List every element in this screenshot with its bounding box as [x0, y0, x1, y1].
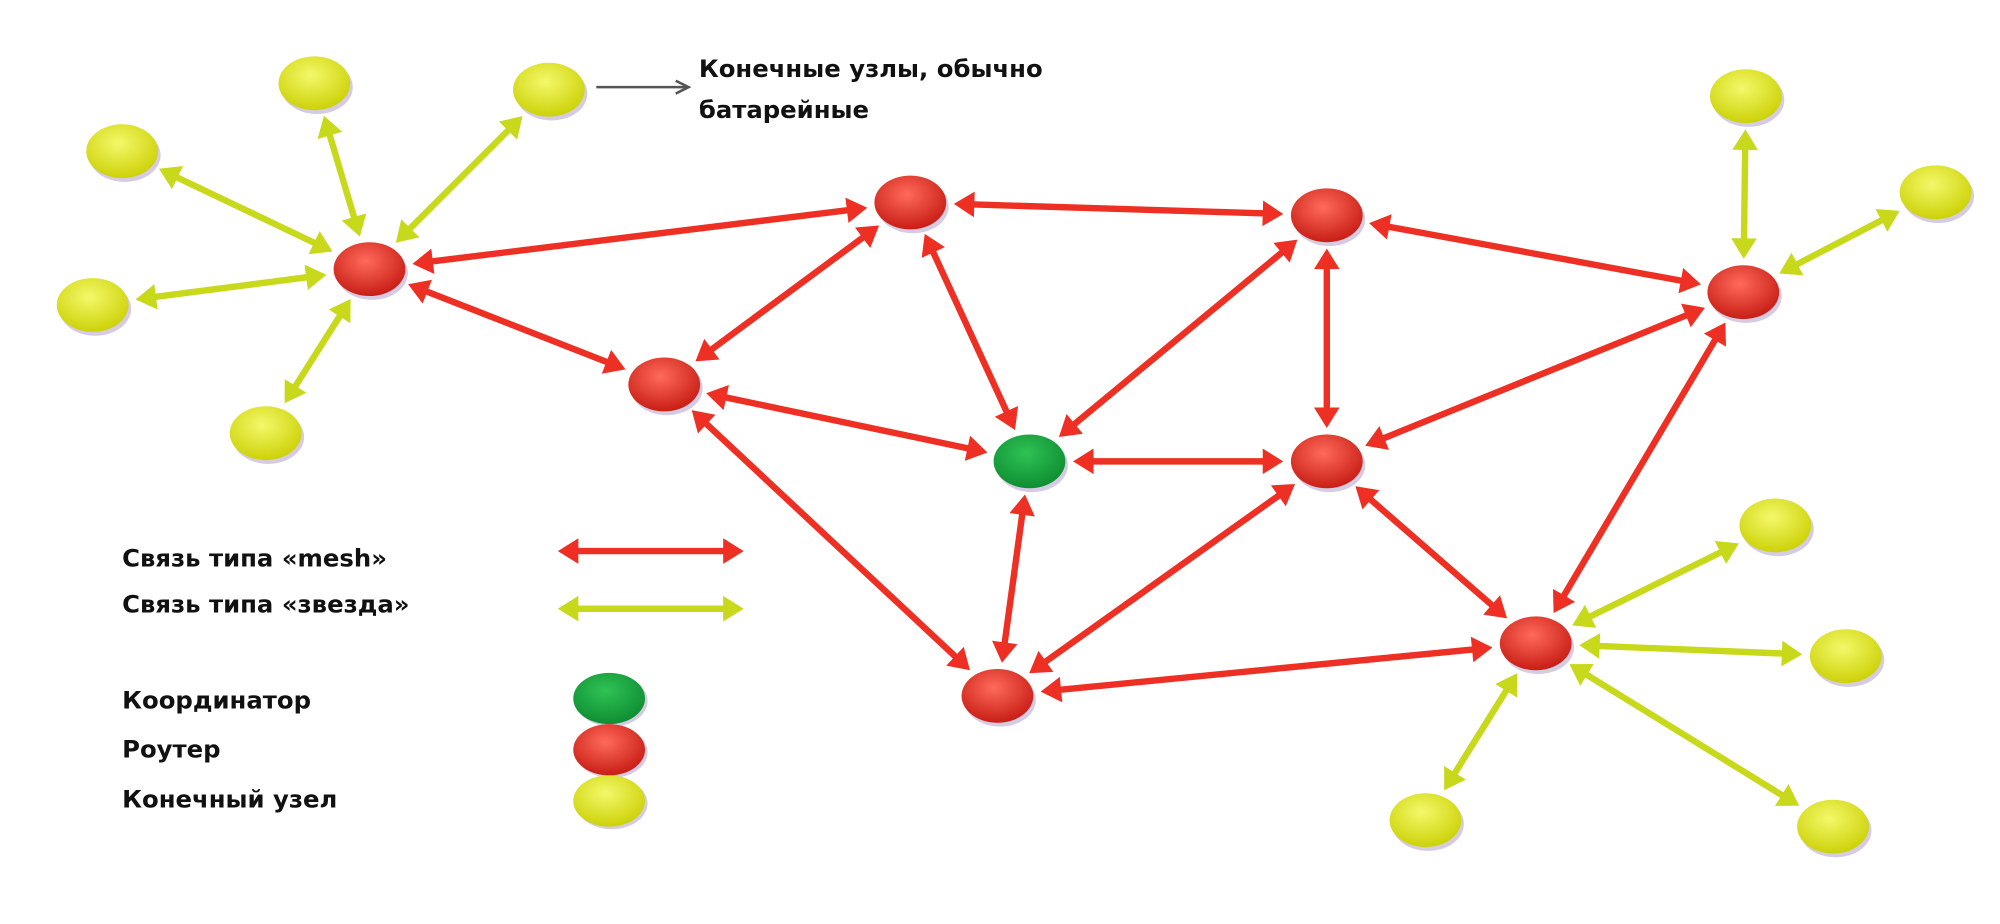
annotation-line2: батарейные	[699, 95, 869, 124]
mesh-link	[921, 233, 1019, 430]
mesh-link	[1365, 303, 1705, 450]
legend-star-arrow	[557, 595, 744, 622]
legend-mesh-label: Связь типа «mesh»	[122, 543, 387, 572]
mesh-link	[1073, 448, 1284, 475]
legend-end-node-swatch	[573, 775, 646, 827]
end-node	[229, 406, 302, 461]
legend-mesh-arrow	[557, 538, 744, 564]
mesh-link	[1552, 322, 1726, 614]
end-node	[1709, 69, 1782, 124]
mesh-link	[1029, 483, 1296, 674]
mesh-link	[691, 410, 970, 671]
mesh-link	[992, 494, 1035, 663]
annotation-arrowhead	[675, 79, 692, 95]
router-node	[961, 668, 1034, 723]
star-link	[1572, 540, 1739, 628]
legend-router-node-swatch	[573, 724, 646, 776]
nodes	[56, 56, 1974, 858]
star-link	[395, 116, 523, 243]
mesh-link	[1369, 214, 1701, 294]
end-node	[1389, 793, 1462, 848]
legend: Связь типа «mesh» Связь типа «звезда» Ко…	[122, 538, 744, 830]
legend-star-label: Связь типа «звезда»	[122, 590, 409, 619]
router-node	[1290, 188, 1363, 243]
mesh-link	[1040, 636, 1493, 703]
mesh-link	[1313, 248, 1340, 429]
mesh-link	[706, 384, 988, 461]
legend-coordinator-label: Координатор	[122, 686, 311, 715]
legend-router-label: Роутер	[122, 734, 220, 763]
mesh-link	[408, 279, 626, 374]
end-node	[1797, 799, 1869, 854]
star-link	[1731, 129, 1758, 259]
end-node	[56, 278, 129, 332]
end-nodes-annotation: Конечные узлы, обычно батарейные	[596, 54, 1043, 124]
mesh-link	[1058, 239, 1298, 437]
star-link	[284, 299, 351, 404]
router-node	[333, 242, 406, 297]
end-node	[513, 62, 585, 117]
router-node	[1290, 434, 1363, 489]
star-link	[317, 115, 367, 237]
edges	[135, 115, 1900, 806]
end-node	[1739, 498, 1812, 553]
mesh-link	[695, 225, 880, 362]
mesh-link	[1355, 486, 1508, 619]
star-link	[135, 264, 327, 310]
router-node	[628, 357, 701, 412]
router-node	[1499, 616, 1572, 671]
mesh-link	[953, 191, 1284, 227]
mesh-link	[412, 197, 868, 275]
star-link	[158, 166, 333, 255]
legend-coordinator-node-swatch	[573, 672, 646, 725]
star-link	[1444, 673, 1518, 791]
star-link	[1579, 633, 1803, 667]
end-node	[86, 124, 159, 179]
end-node	[1899, 165, 1972, 220]
coordinator-node	[993, 434, 1066, 489]
annotation-line1: Конечные узлы, обычно	[699, 54, 1043, 83]
star-link	[1779, 208, 1900, 276]
legend-end-node-label: Конечный узел	[122, 784, 337, 813]
router-node	[1707, 265, 1780, 320]
router-node	[874, 175, 947, 230]
star-link	[1569, 664, 1800, 806]
end-node	[278, 56, 351, 111]
end-node	[1809, 629, 1882, 684]
